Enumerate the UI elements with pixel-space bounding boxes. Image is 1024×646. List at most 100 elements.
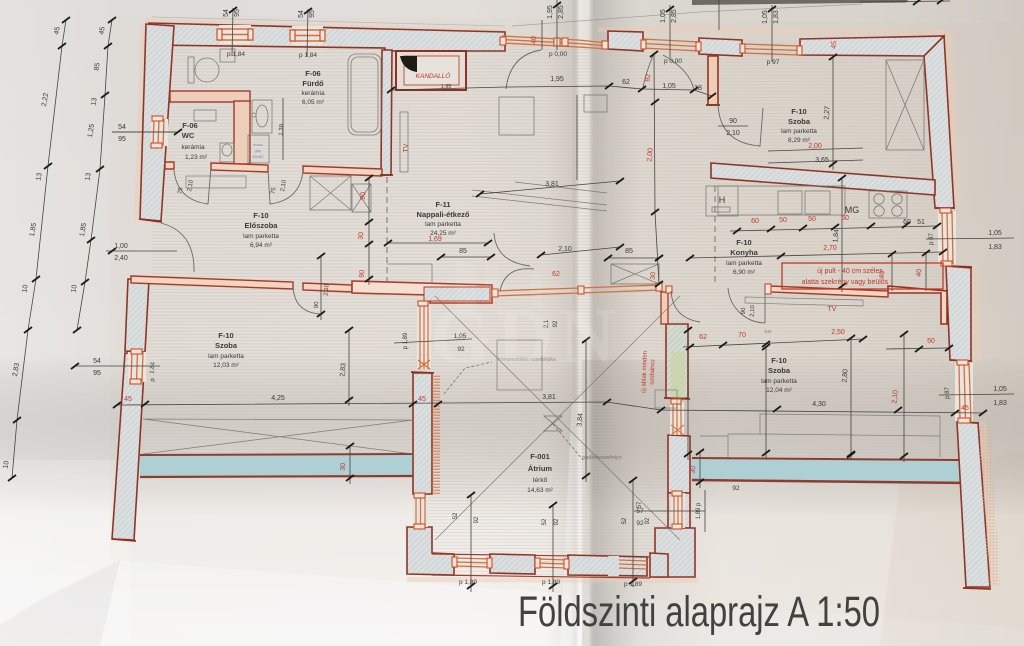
svg-text:95: 95 bbox=[118, 136, 126, 143]
svg-text:18: 18 bbox=[694, 85, 702, 92]
svg-text:57: 57 bbox=[636, 508, 644, 515]
svg-text:52: 52 bbox=[453, 512, 459, 519]
svg-text:Fürdő: Fürdő bbox=[302, 79, 324, 88]
svg-text:10: 10 bbox=[21, 284, 29, 293]
svg-text:92: 92 bbox=[732, 485, 740, 492]
svg-text:92: 92 bbox=[553, 320, 559, 327]
svg-text:2,10: 2,10 bbox=[187, 179, 195, 192]
svg-text:30: 30 bbox=[690, 466, 698, 474]
svg-text:Szoba: Szoba bbox=[788, 117, 811, 126]
svg-text:F-06: F-06 bbox=[182, 121, 197, 130]
svg-text:40: 40 bbox=[531, 36, 538, 44]
svg-text:p 87: p 87 bbox=[945, 387, 951, 399]
svg-text:p 1,89: p 1,89 bbox=[624, 581, 642, 588]
svg-text:62: 62 bbox=[552, 271, 560, 278]
svg-text:60x60: 60x60 bbox=[253, 154, 265, 159]
svg-text:p 1,89: p 1,89 bbox=[459, 579, 477, 586]
svg-text:Szoba: Szoba bbox=[768, 366, 791, 375]
svg-text:92: 92 bbox=[554, 518, 560, 525]
svg-text:szobához: szobához bbox=[650, 359, 657, 385]
svg-text:1,69: 1,69 bbox=[428, 236, 442, 243]
svg-text:1,23 m²: 1,23 m² bbox=[185, 154, 208, 161]
svg-text:2,1: 2,1 bbox=[544, 319, 550, 328]
svg-text:F-001: F-001 bbox=[530, 452, 550, 461]
svg-text:13: 13 bbox=[84, 172, 92, 181]
svg-text:GDN: GDN bbox=[430, 292, 621, 379]
svg-text:92: 92 bbox=[645, 517, 651, 524]
svg-text:90: 90 bbox=[729, 118, 737, 125]
svg-text:p 1,89: p 1,89 bbox=[542, 579, 560, 586]
svg-text:1,85: 1,85 bbox=[29, 222, 38, 237]
svg-text:60: 60 bbox=[751, 218, 759, 225]
svg-text:1,83: 1,83 bbox=[993, 400, 1007, 407]
svg-text:92: 92 bbox=[457, 346, 465, 353]
svg-text:2,40: 2,40 bbox=[114, 255, 128, 262]
svg-text:45: 45 bbox=[831, 41, 839, 49]
svg-text:3,65: 3,65 bbox=[815, 157, 829, 164]
svg-text:60: 60 bbox=[903, 219, 911, 226]
svg-text:52: 52 bbox=[622, 517, 628, 524]
svg-text:2,00: 2,00 bbox=[808, 143, 822, 150]
svg-text:p 97: p 97 bbox=[767, 59, 780, 66]
svg-text:mosó: mosó bbox=[253, 142, 264, 147]
svg-text:Átrium: Átrium bbox=[528, 464, 552, 473]
svg-text:50: 50 bbox=[808, 216, 816, 223]
svg-text:alatta szekrény vagy beülős: alatta szekrény vagy beülős bbox=[802, 279, 889, 286]
svg-text:50: 50 bbox=[779, 217, 787, 224]
svg-text:Nappali-étkező: Nappali-étkező bbox=[417, 210, 470, 219]
svg-text:3,84: 3,84 bbox=[576, 413, 584, 427]
svg-text:2,85: 2,85 bbox=[671, 9, 678, 23]
svg-text:padlóösszefolyó: padlóösszefolyó bbox=[582, 455, 621, 461]
svg-text:TV: TV bbox=[828, 306, 837, 313]
svg-text:1,84: 1,84 bbox=[832, 229, 840, 243]
svg-text:H: H bbox=[719, 195, 726, 205]
svg-text:1,25: 1,25 bbox=[87, 123, 96, 138]
svg-text:1,84: 1,84 bbox=[150, 361, 157, 374]
svg-text:F-10: F-10 bbox=[791, 107, 806, 116]
svg-text:30: 30 bbox=[650, 272, 658, 280]
svg-text:4,30: 4,30 bbox=[812, 401, 826, 408]
svg-text:1,05: 1,05 bbox=[662, 83, 676, 90]
svg-text:p 1,84: p 1,84 bbox=[227, 51, 245, 58]
svg-text:1,95: 1,95 bbox=[550, 76, 564, 83]
svg-text:40: 40 bbox=[879, 271, 887, 279]
svg-text:13: 13 bbox=[90, 97, 98, 106]
svg-text:52: 52 bbox=[542, 518, 548, 525]
svg-text:p 1,84: p 1,84 bbox=[299, 52, 317, 59]
svg-text:60: 60 bbox=[841, 215, 849, 222]
svg-text:2,83: 2,83 bbox=[339, 363, 347, 377]
svg-text:8,29 m²: 8,29 m² bbox=[788, 137, 811, 144]
svg-text:F-10: F-10 bbox=[253, 211, 268, 220]
svg-text:85: 85 bbox=[93, 62, 101, 71]
svg-text:1,05: 1,05 bbox=[454, 333, 467, 340]
svg-text:F-10: F-10 bbox=[736, 238, 751, 247]
svg-text:2,10: 2,10 bbox=[726, 130, 740, 137]
svg-text:70: 70 bbox=[738, 332, 746, 339]
svg-text:45: 45 bbox=[961, 405, 969, 412]
svg-text:lam parketta: lam parketta bbox=[425, 221, 461, 228]
svg-text:p 0,00: p 0,00 bbox=[549, 51, 567, 58]
svg-text:1,83: 1,83 bbox=[988, 244, 1002, 251]
svg-text:F-06: F-06 bbox=[305, 69, 320, 78]
svg-text:Előszoba: Előszoba bbox=[245, 221, 279, 230]
svg-text:62: 62 bbox=[622, 79, 630, 86]
svg-text:1,85: 1,85 bbox=[79, 222, 88, 237]
svg-text:54: 54 bbox=[223, 9, 230, 17]
svg-text:térkő: térkő bbox=[533, 477, 548, 484]
svg-text:3,81: 3,81 bbox=[542, 394, 556, 401]
svg-text:MG: MG bbox=[845, 205, 860, 215]
svg-text:14,63 m²: 14,63 m² bbox=[527, 487, 553, 494]
svg-text:TV: TV bbox=[403, 143, 410, 152]
svg-text:1,95: 1,95 bbox=[547, 5, 554, 19]
svg-text:F-10: F-10 bbox=[771, 356, 786, 365]
svg-text:45: 45 bbox=[98, 26, 106, 35]
svg-text:50: 50 bbox=[927, 338, 935, 345]
svg-text:45: 45 bbox=[53, 26, 61, 35]
svg-text:4,25: 4,25 bbox=[271, 395, 285, 402]
svg-text:1,05: 1,05 bbox=[993, 386, 1007, 393]
svg-text:95: 95 bbox=[234, 9, 241, 17]
svg-text:2,10: 2,10 bbox=[280, 179, 288, 192]
svg-text:lam parketta: lam parketta bbox=[781, 128, 817, 135]
svg-text:WC: WC bbox=[182, 131, 195, 140]
svg-text:2,10: 2,10 bbox=[891, 390, 899, 404]
